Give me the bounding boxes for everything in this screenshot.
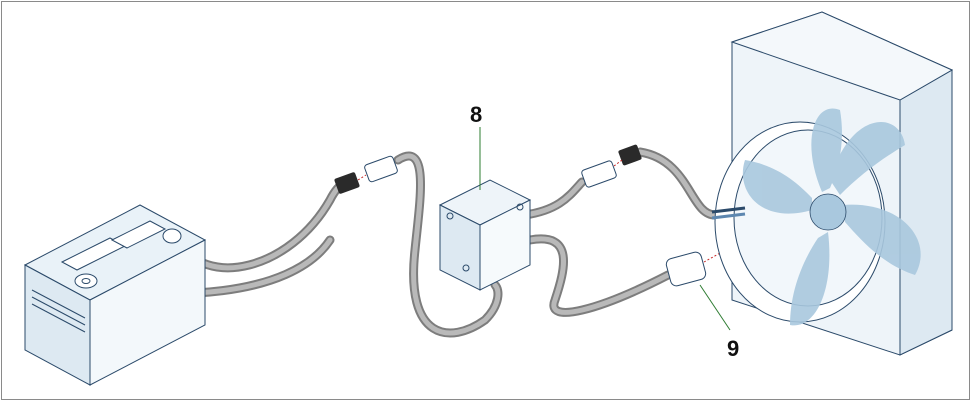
inline-connector-right: [581, 144, 642, 188]
callout-label-box: 8: [470, 102, 482, 127]
radiator-fan: [711, 11, 954, 356]
callout-label-sensor: 9: [727, 336, 739, 361]
control-box: [438, 179, 532, 291]
callout-leaders: [479, 127, 731, 331]
inline-connector-left: [334, 155, 398, 194]
battery: [23, 204, 207, 386]
